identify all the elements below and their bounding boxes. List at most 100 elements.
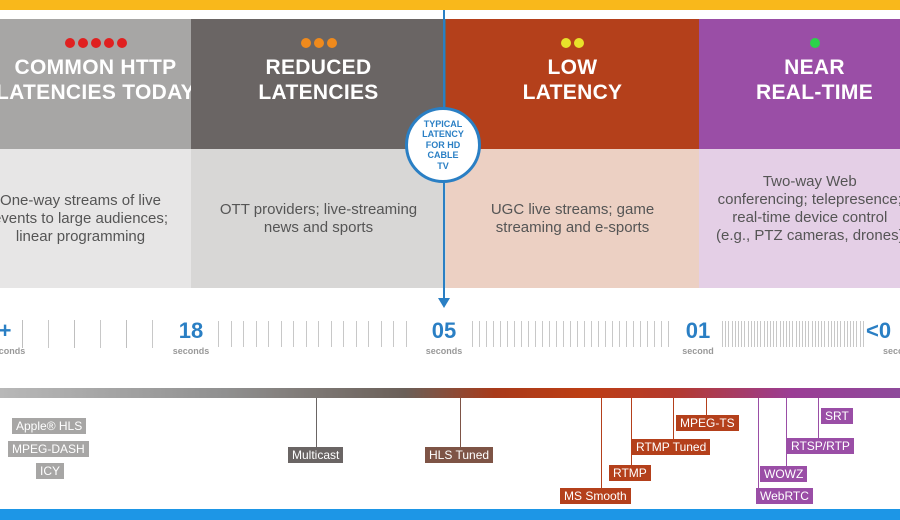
protocol-wowz: WOWZ: [760, 466, 808, 482]
timeline-tick: [486, 321, 487, 347]
protocol-ms-smooth: MS Smooth: [560, 488, 631, 504]
timeline-tick: [751, 321, 752, 347]
typical-latency-arrowhead: [438, 298, 450, 308]
severity-dot: [561, 38, 571, 48]
timeline-tick: [556, 321, 557, 347]
timeline-tick: [738, 321, 739, 347]
bottom-accent-bar: [0, 509, 900, 520]
timeline-tick: [48, 320, 49, 348]
connector-line: [758, 398, 759, 490]
timeline-tick: [856, 321, 857, 347]
timeline-tick: [549, 321, 550, 347]
timeline-tick: [786, 321, 787, 347]
timeline-tick: [514, 321, 515, 347]
timeline-tick: [268, 321, 269, 347]
column-body-low: UGC live streams; game streaming and e-s…: [446, 149, 699, 288]
timeline-tick: [789, 321, 790, 347]
connector-line: [601, 398, 602, 488]
severity-dot: [103, 38, 114, 48]
timeline-tick: [792, 321, 793, 347]
typical-latency-badge: TYPICAL LATENCY FOR HD CABLE TV: [405, 107, 481, 183]
column-title: REDUCED LATENCIES: [258, 56, 379, 104]
timeline-tick: [640, 321, 641, 347]
timeline-tick: [100, 320, 101, 348]
timeline-tick: [764, 321, 765, 347]
timeline-tick: [741, 321, 742, 347]
timeline-tick: [231, 321, 232, 347]
severity-dots: [0, 35, 191, 53]
column-description: UGC live streams; game streaming and e-s…: [490, 200, 655, 236]
connector-line: [706, 398, 707, 416]
timeline-tick: [293, 321, 294, 347]
timeline-tick: [406, 321, 407, 347]
column-header-common: COMMON HTTP LATENCIES TODAY: [0, 19, 195, 149]
timeline-tick: [368, 321, 369, 347]
timeline-label-05: 05: [431, 318, 457, 343]
timeline-tick: [612, 321, 613, 347]
column-title: COMMON HTTP LATENCIES TODAY: [0, 56, 195, 104]
timeline-tick: [840, 321, 841, 347]
timeline-tick: [393, 321, 394, 347]
timeline-tick: [654, 321, 655, 347]
latency-gradient-bar: [0, 388, 900, 398]
column-title: NEAR REAL-TIME: [755, 56, 874, 104]
timeline-tick: [256, 321, 257, 347]
column-header-low: LOW LATENCY: [446, 19, 699, 149]
timeline-tick: [126, 320, 127, 348]
timeline-label-01: 01: [685, 318, 711, 343]
timeline-tick: [479, 321, 480, 347]
timeline-tick: [633, 321, 634, 347]
timeline-tick: [577, 321, 578, 347]
timeline-tick: [343, 321, 344, 347]
timeline-tick: [844, 321, 845, 347]
timeline-tick: [732, 321, 733, 347]
severity-dot: [77, 38, 88, 48]
timeline-tick: [780, 321, 781, 347]
column-body-near: Two-way Web conferencing; telepresence; …: [699, 149, 900, 288]
timeline-unit-start: seconds: [0, 346, 26, 356]
connector-line: [786, 398, 787, 466]
severity-dot: [313, 38, 324, 48]
timeline-tick: [152, 320, 153, 348]
timeline-tick: [722, 321, 723, 347]
timeline-unit-end: seconds: [883, 346, 900, 356]
timeline-tick: [570, 321, 571, 347]
timeline-tick: [783, 321, 784, 347]
timeline-tick: [22, 320, 23, 348]
column-description: OTT providers; live-streaming news and s…: [219, 200, 418, 236]
timeline-tick: [281, 321, 282, 347]
column-title: LOW LATENCY: [522, 56, 623, 104]
protocol-icy: ICY: [36, 463, 65, 479]
timeline-tick: [796, 321, 797, 347]
timeline-tick: [493, 321, 494, 347]
column-description: Two-way Web conferencing; telepresence; …: [716, 172, 900, 244]
protocol-mpeg-ts: MPEG-TS: [676, 415, 739, 431]
timeline-tick: [591, 321, 592, 347]
timeline-tick: [728, 321, 729, 347]
timeline-tick: [748, 321, 749, 347]
timeline-tick: [770, 321, 771, 347]
timeline-unit-01: second: [682, 346, 714, 356]
protocol-srt: SRT: [821, 408, 853, 424]
timeline-unit-05: seconds: [425, 346, 463, 356]
timeline-tick: [815, 321, 816, 347]
protocol-mpeg-dash: MPEG-DASH: [8, 441, 89, 457]
protocol-multicast: Multicast: [288, 447, 344, 463]
protocol-rtmp: RTMP: [609, 465, 651, 481]
timeline-tick: [812, 321, 813, 347]
severity-dot: [64, 38, 75, 48]
timeline-tick: [744, 321, 745, 347]
timeline-tick: [528, 321, 529, 347]
timeline-tick: [584, 321, 585, 347]
timeline-tick: [306, 321, 307, 347]
severity-dots: [191, 35, 446, 53]
timeline-tick: [725, 321, 726, 347]
timeline-tick: [805, 321, 806, 347]
timeline-label-start: +: [0, 318, 12, 343]
timeline-tick: [381, 321, 382, 347]
severity-dot: [809, 38, 820, 48]
timeline-tick: [818, 321, 819, 347]
connector-line: [631, 398, 632, 466]
